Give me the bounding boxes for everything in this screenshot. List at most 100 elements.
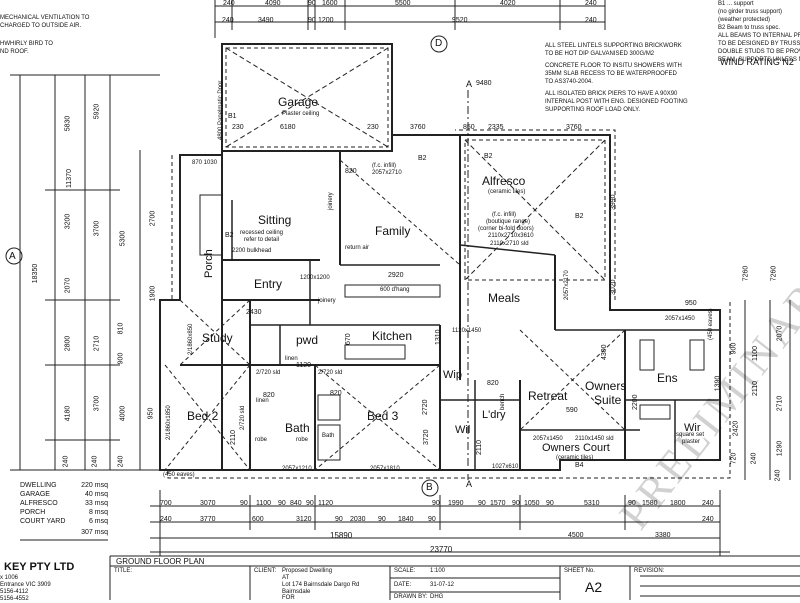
top-right-notes: B1 ... support (no girder truss support)… [718, 0, 800, 64]
dim-bottom: 840 [290, 500, 302, 507]
area-label: COURT YARD [20, 518, 66, 525]
section-cut-top: A [466, 79, 473, 89]
alfresco-range: (boutique range) [486, 219, 531, 225]
beam-label: B2 [418, 155, 427, 162]
wind-rating: WIND RATING N2 [720, 57, 794, 67]
room-bed3: Bed 3 [367, 409, 399, 423]
area-label: GARAGE [20, 491, 50, 498]
dim-left: 240 [117, 455, 125, 468]
dim-small: 2/1860x1850 [166, 405, 172, 440]
area-value: 33 msq [85, 500, 108, 507]
client-value: Proposed Dwelling [282, 568, 333, 574]
room-bed2: Bed 2 [187, 409, 219, 423]
dim-small: 2/1860x850 [188, 323, 194, 355]
beam-b1-sub2: (weather protected) [718, 17, 771, 23]
beam-b1-sub: (no girder truss support) [718, 9, 783, 15]
dim-bottom: 90 [512, 500, 520, 507]
client-address-2: Bairnsdale [282, 589, 311, 595]
linen-label: linen [285, 356, 298, 362]
dim-bottom: 700 [160, 500, 172, 507]
dim-small: 2/720 sld [256, 370, 281, 376]
dim-left: 11370 [65, 169, 73, 188]
room-wil: Wil [455, 424, 471, 436]
general-note-line: 35MM SLAB RECESS TO BE WATERPROOFED [545, 71, 677, 77]
dim-bottom: 90 [278, 500, 286, 507]
beam-note-line: BEAM, SUPPORTS UNLESS NOTED [718, 57, 800, 63]
alfresco-infill: (f.c. infill) [492, 212, 516, 218]
dim-bottom: 1840 [398, 516, 414, 523]
dim-left: 2700 [149, 210, 157, 227]
dim-right: 7260 [770, 265, 778, 282]
note-line: ND ROOF. [0, 49, 29, 55]
dim-left: 4000 [119, 405, 127, 422]
dim-top: 240 [222, 17, 234, 24]
dim-small: 820 [263, 392, 275, 399]
note-line: MECHANICAL VENTILATION TO [0, 15, 90, 21]
company-line: Entrance VIC 3909 [0, 582, 51, 588]
dim-bottom: 240 [160, 516, 172, 523]
dim-left: 950 [147, 407, 155, 420]
general-note-line: TO BE HOT DIP GALVANISED 300G/M2 [545, 51, 655, 57]
eaves-label: (450 eaves) [163, 472, 195, 478]
dim-bottom: 90 [432, 500, 440, 507]
area-value: 8 msq [88, 509, 108, 516]
date-label: DATE: [394, 582, 412, 588]
dim-bottom: 90 [428, 516, 436, 523]
dim-bottom: 90 [240, 500, 248, 507]
dim-top: 4020 [500, 0, 516, 7]
dim-small: 2430 [246, 309, 262, 316]
general-notes: ALL STEEL LINTELS SUPPORTING BRICKWORK T… [545, 42, 688, 114]
dim-bottom: 5310 [584, 500, 600, 507]
dim-left: 810 [117, 322, 125, 335]
dim-left: 4180 [64, 405, 72, 422]
dim-right: 7260 [742, 265, 750, 282]
dim-bottom: 2030 [350, 516, 366, 523]
dim-small: 3760 [566, 124, 582, 131]
dim-small: 2335 [488, 124, 504, 131]
beam-label: B2 [575, 213, 584, 220]
hang-label: 600 d'hang [380, 287, 410, 293]
dim-small: 670 [345, 333, 352, 345]
general-note-line: INTERNAL POST WITH ENG. DESIGNED FOOTING [545, 99, 688, 105]
dim-bottom: 90 [628, 500, 636, 507]
scale-value: 1:100 [430, 568, 446, 574]
dim-left: 18350 [32, 263, 40, 284]
dim-bottom: 90 [378, 516, 386, 523]
dim-small: 820 [345, 168, 357, 175]
room-wir: Wir [684, 422, 701, 434]
beam-note-line: TO BE DESIGNED BY TRUSS MANU [718, 41, 800, 47]
dim-small: 1120x1450 [452, 328, 482, 334]
beam-b2-text: B2 Beam to truss spec. [718, 25, 781, 31]
dim-left: 3700 [93, 220, 101, 237]
dim-bottom: 1050 [524, 500, 540, 507]
room-study: Study [202, 331, 233, 345]
bulkhead-label: 2200 bulkhead [232, 248, 272, 254]
client-label: CLIENT: [254, 568, 277, 574]
dim-top: 1600 [322, 0, 338, 7]
dim-top: 240 [585, 17, 597, 24]
dim-small: 2057x1450 [665, 316, 695, 322]
company-line: 5156-4552 [0, 596, 29, 602]
eaves-label-2: (450 eaves) [708, 308, 714, 340]
dim-bottom: 3120 [296, 516, 312, 523]
dim-left: 1900 [149, 285, 157, 302]
area-value: 6 msq [88, 518, 108, 525]
dim-bottom: 240 [702, 500, 714, 507]
dim-small: 2200 [632, 394, 639, 410]
note-line: HWHIRLY BIRD TO [0, 41, 53, 47]
garage-door: 4800 Panelmatic Door [218, 80, 224, 140]
dim-top: 240 [223, 0, 235, 7]
dim-small: 820 [330, 390, 342, 397]
sheet-value: A2 [585, 579, 603, 595]
dim-small: 2110x2710 sld [490, 241, 529, 247]
dim-bottom: 90 [335, 516, 343, 523]
dim-small: 1310 [435, 329, 442, 345]
plaster-label: plaster [682, 439, 701, 445]
bath-fixture-label: Bath [322, 433, 335, 439]
beam-label: B4 [575, 462, 584, 469]
room-owners-court: Owners Court [542, 442, 610, 454]
dim-bottom: 3380 [655, 532, 671, 539]
dim-small: 590 [566, 407, 578, 414]
dim-top: 240 [585, 0, 597, 7]
